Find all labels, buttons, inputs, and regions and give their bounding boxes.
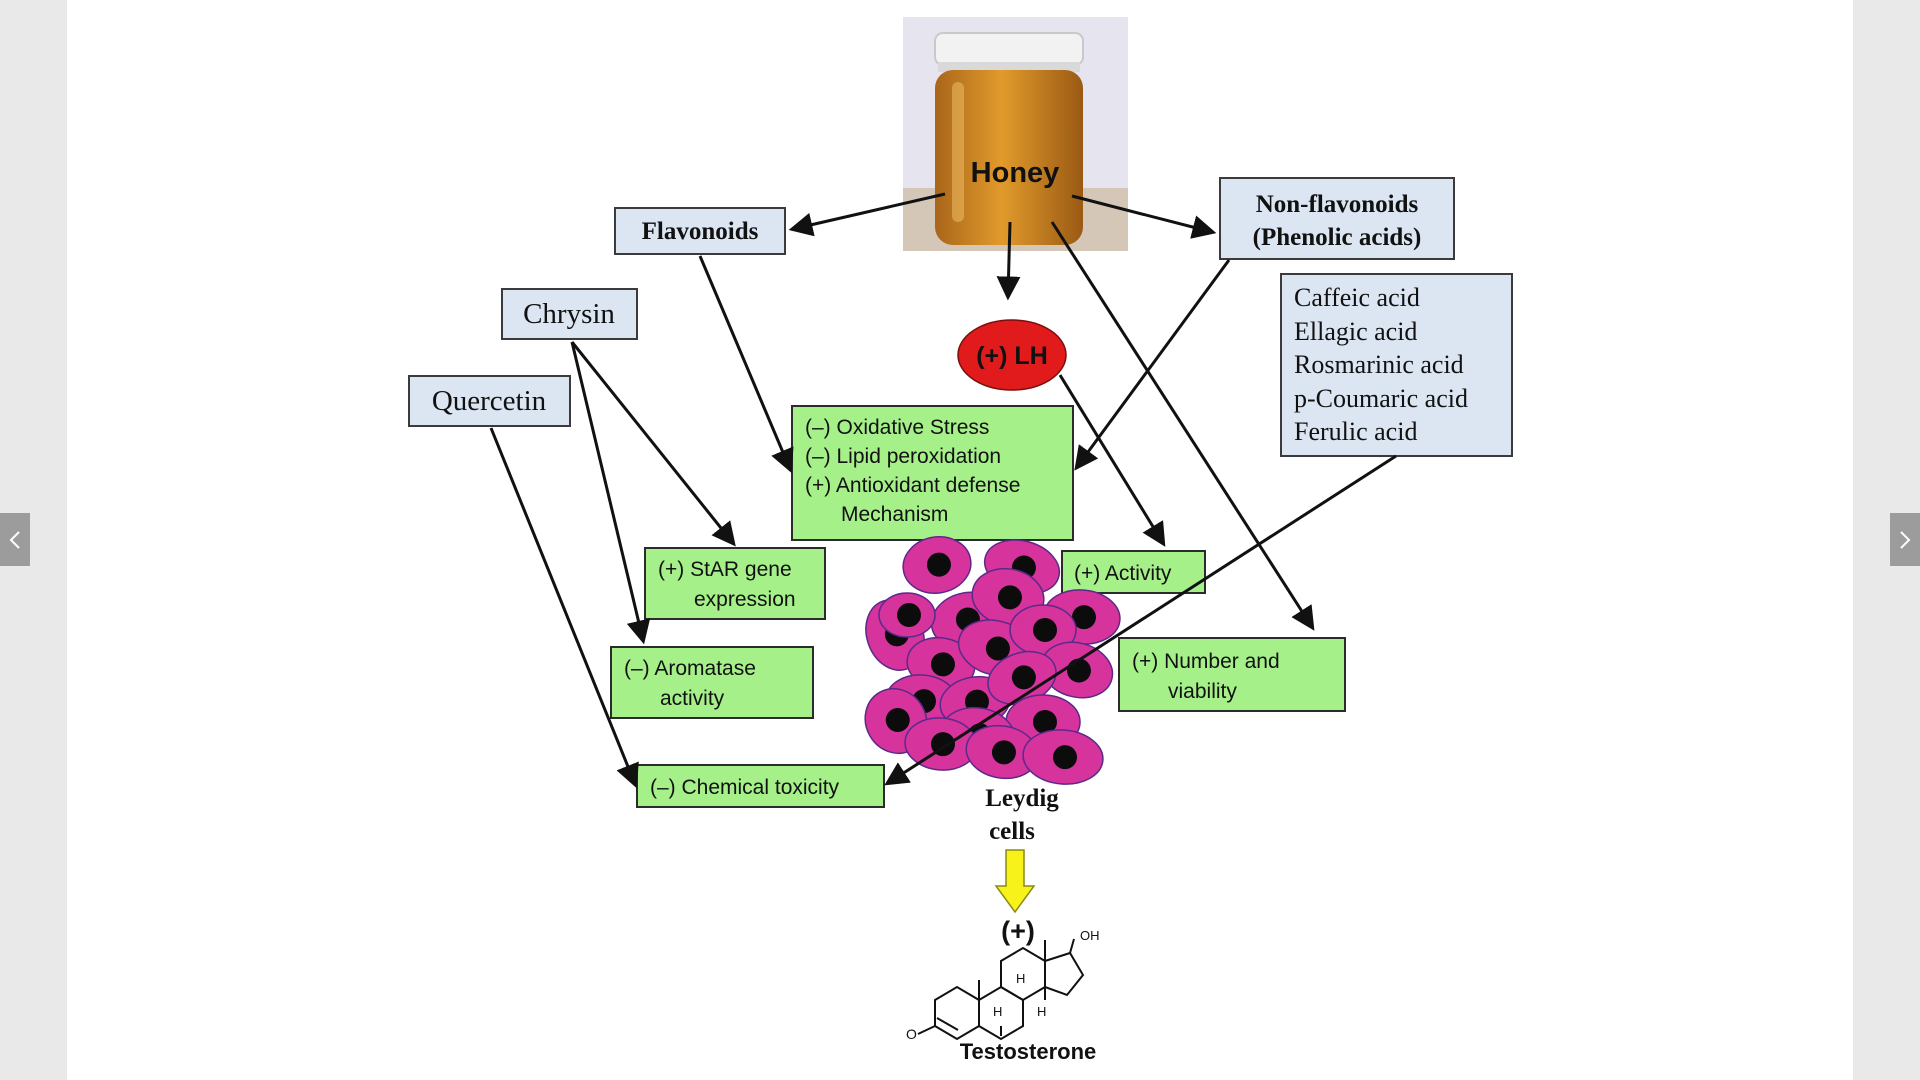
quercetin-label: Quercetin xyxy=(432,385,547,417)
testosterone-label: Testosterone xyxy=(960,1039,1097,1064)
flavonoids-box: Flavonoids xyxy=(614,207,786,255)
hydrogen-label-2: H xyxy=(993,1004,1002,1019)
aromatase-box: (–) Aromatase activity xyxy=(610,646,814,719)
flavonoids-label: Flavonoids xyxy=(642,218,759,245)
star-gene-label: (+) StAR gene xyxy=(658,558,792,581)
leydig-cell xyxy=(987,650,1057,706)
ferulic-acid-label: Ferulic acid xyxy=(1294,417,1417,446)
honey-jar-photo: Honey xyxy=(903,17,1128,251)
phenolic-acids-label: (Phenolic acids) xyxy=(1253,224,1422,251)
arrow-flavonoids-to-oxidative xyxy=(698,255,794,474)
leydig-cell xyxy=(965,724,1039,780)
antioxidant-defense-label: (+) Antioxidant defense xyxy=(805,474,1020,497)
oxidative-stress-label: (–) Oxidative Stress xyxy=(805,416,989,439)
star-expression-label: expression xyxy=(694,588,796,611)
leydig-cell xyxy=(878,592,936,638)
leydig-cell xyxy=(1022,729,1104,785)
non-flavonoids-label: Non-flavonoids xyxy=(1256,191,1419,218)
chevron-left-icon xyxy=(9,530,20,549)
aromatase-activity-label: activity xyxy=(660,687,725,710)
yellow-down-arrow xyxy=(994,849,1036,914)
leydig-label: Leydig xyxy=(985,785,1059,812)
chemical-toxicity-label: (–) Chemical toxicity xyxy=(650,776,840,799)
next-slide-button[interactable] xyxy=(1890,513,1920,566)
aromatase-label: (–) Aromatase xyxy=(624,657,756,680)
viability-label: viability xyxy=(1168,680,1237,703)
oh-label: OH xyxy=(1080,928,1100,943)
arrow-honey-to-non-flavonoids xyxy=(1071,194,1217,239)
arrow-chrysin-to-star xyxy=(570,341,736,547)
number-viability-box: (+) Number and viability xyxy=(1118,637,1346,712)
star-gene-box: (+) StAR gene expression xyxy=(644,547,826,620)
lh-label: (+) LH xyxy=(976,342,1048,370)
plus-label: (+) xyxy=(1001,916,1035,946)
chrysin-box: Chrysin xyxy=(501,288,638,340)
p-coumaric-acid-label: p-Coumaric acid xyxy=(1294,384,1468,413)
phenolic-acids-list-box: Caffeic acid Ellagic acid Rosmarinic aci… xyxy=(1280,273,1513,457)
ellagic-acid-label: Ellagic acid xyxy=(1294,317,1417,346)
arrow-quercetin-to-chemical-toxicity xyxy=(489,427,639,789)
quercetin-box: Quercetin xyxy=(408,375,571,427)
oxygen-label: O xyxy=(906,1026,917,1042)
arrow-honey-to-flavonoids xyxy=(788,192,946,237)
arrow-lh-to-activity xyxy=(1058,374,1166,547)
oxidative-stress-box: (–) Oxidative Stress (–) Lipid peroxidat… xyxy=(791,405,1074,541)
arrow-non-flavonoids-to-oxidative xyxy=(1074,259,1231,471)
caffeic-acid-label: Caffeic acid xyxy=(1294,283,1420,312)
leydig-cell xyxy=(902,536,972,594)
testosterone-structure xyxy=(917,938,1085,1041)
honey-label: Honey xyxy=(971,157,1060,189)
arrows xyxy=(489,192,1397,789)
arrow-honey-to-lh xyxy=(996,221,1021,301)
leydig-cell xyxy=(1009,604,1077,656)
chevron-right-icon xyxy=(1900,530,1911,549)
arrow-ferulic-to-chemical-toxicity xyxy=(884,454,1397,786)
hydrogen-label-1: H xyxy=(1016,971,1025,986)
lh-ellipse: (+) LH xyxy=(957,319,1067,391)
hydrogen-label-3: H xyxy=(1037,1004,1046,1019)
lipid-peroxidation-label: (–) Lipid peroxidation xyxy=(805,445,1001,468)
number-label: (+) Number and xyxy=(1132,650,1280,673)
previous-slide-button[interactable] xyxy=(0,513,30,566)
rosmarinic-acid-label: Rosmarinic acid xyxy=(1294,350,1464,379)
arrow-honey-to-number-viability xyxy=(1050,221,1315,631)
cells-label: cells xyxy=(989,818,1035,845)
chrysin-label: Chrysin xyxy=(523,298,615,330)
arrow-chrysin-to-aromatase xyxy=(570,341,651,645)
mechanism-label: Mechanism xyxy=(841,503,948,526)
activity-box: (+) Activity xyxy=(1061,550,1206,594)
non-flavonoids-box: Non-flavonoids (Phenolic acids) xyxy=(1219,177,1455,260)
activity-label: (+) Activity xyxy=(1074,562,1172,585)
chemical-toxicity-box: (–) Chemical toxicity xyxy=(636,764,885,808)
